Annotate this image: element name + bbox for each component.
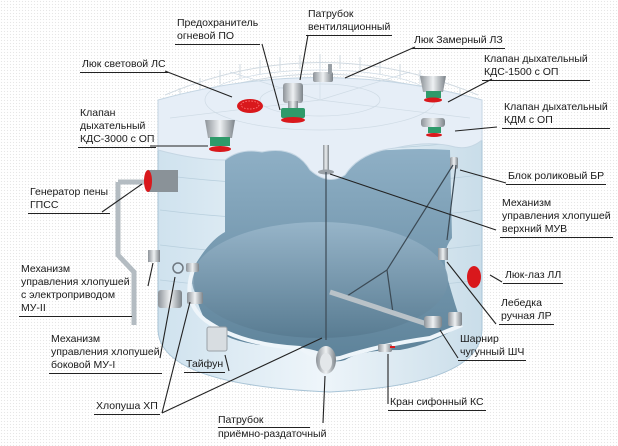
- label-cast-hinge: Шарнир чугунный ШЧ: [458, 333, 527, 361]
- label-valve-kds1500: Клапан дыхательный КДС-1500 с ОП: [482, 53, 590, 81]
- label-siphon-valve: Кран сифонный КС: [388, 396, 486, 411]
- leader-lines: [101, 34, 507, 424]
- label-winch: Лебедка ручная ЛР: [499, 297, 554, 325]
- winch-icon: [438, 248, 448, 260]
- electric-mechanism-icon: [148, 250, 160, 262]
- label-vent-pipe: Патрубок вентиляционный: [306, 8, 393, 36]
- label-manhole: Люк-лаз ЛЛ: [503, 269, 564, 284]
- light-hatch-icon: [237, 99, 263, 113]
- label-fire-arrester: Предохранитель огневой ПО: [175, 17, 261, 45]
- manhole-icon: [467, 266, 481, 288]
- clapper-icon: [158, 290, 203, 308]
- label-light-hatch: Люк световой ЛС: [80, 58, 168, 73]
- valve-kds3000-icon: [205, 120, 235, 152]
- label-typhoon: Тайфун: [184, 358, 226, 373]
- label-electric-mechanism: Механизм управления хлопушей с электропр…: [19, 263, 132, 317]
- valve-kdm-icon: [421, 118, 445, 137]
- label-side-mechanism: Механизм управления хлопушей боковой МУ-…: [49, 333, 162, 374]
- valve-kds1500-icon: [420, 76, 446, 103]
- label-upper-mechanism: Механизм управления хлопушей верхний МУВ: [500, 197, 613, 238]
- side-mechanism-icon: [172, 262, 199, 274]
- label-clapper: Хлопуша ХП: [94, 400, 160, 415]
- typhoon-icon: [206, 326, 228, 352]
- siphon-valve-icon: [378, 344, 395, 352]
- fire-arrester-icon: [281, 83, 305, 123]
- gauge-hatch-icon: [313, 64, 333, 82]
- label-foam-generator: Генератор пены ГПСС: [28, 186, 111, 214]
- label-gauge-hatch: Люк Замерный ЛЗ: [412, 34, 505, 49]
- inlet-outlet-pipe-icon: [316, 346, 336, 374]
- cables: [325, 164, 457, 340]
- foam-generator-icon: [115, 170, 178, 325]
- label-inlet-outlet-pipe: Патрубок приёмно-раздаточный: [218, 414, 327, 440]
- label-roller-block: Блок роликовый БР: [506, 170, 607, 185]
- clapper-pipe: [329, 289, 462, 328]
- label-valve-kdm: Клапан дыхательный КДМ с ОП: [502, 101, 610, 129]
- label-valve-kds3000: Клапан дыхательный КДС-3000 с ОП: [78, 107, 157, 148]
